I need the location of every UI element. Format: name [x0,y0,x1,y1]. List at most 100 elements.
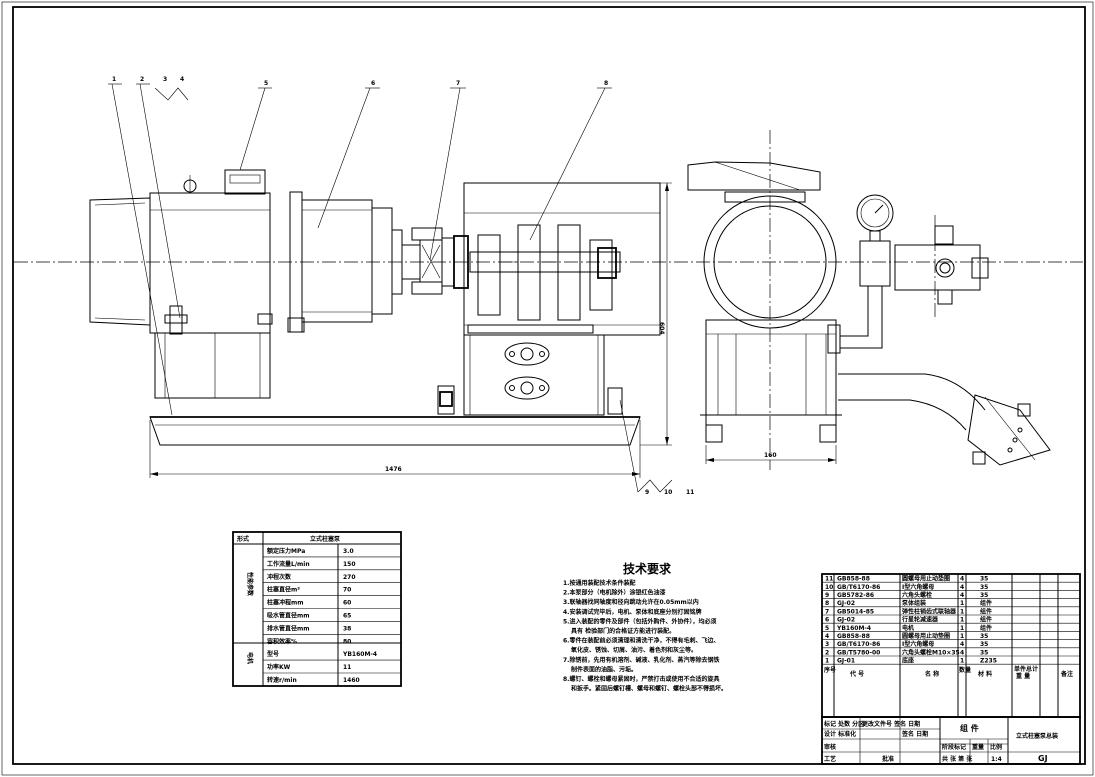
tech-req-line: 制件表面的油脂、污垢。 [571,665,637,673]
callout-9: 9 [645,489,649,496]
spec-header-left: 形式 [237,535,249,543]
bom-qty: 4 [960,592,964,599]
tech-req-line: 2.本泵部分（电机除外）涂银红色油漆 [563,589,665,597]
bom-header-mat: 材 料 [977,670,992,678]
spec-label: 型号 [267,650,279,658]
bom-name: I型六角螺母 [902,640,934,648]
bom-name: 泵体组装 [902,599,926,607]
bom-code: GJ-01 [837,658,855,665]
bom-no: 4 [825,633,829,640]
bom-code: GB5014-85 [837,608,874,615]
spec-value: 80 [343,638,351,645]
spec-label: 转速r/min [267,676,297,684]
spec-value: 70 [343,587,351,594]
bom-no: 9 [825,592,829,599]
tb-scale: 1:4 [991,756,1002,763]
tech-req-title: 技术要求 [623,561,672,576]
tech-req-line: 3.联轴器找同轴度和径向跳动允许在0.05mm以内 [563,598,699,606]
bom-name: 行星轮减速器 [901,616,939,624]
tech-req-line: 7.除锈前，先用有机溶剂、碱液、乳化剂、蒸汽等除去钢铁 [563,656,719,664]
tb-row2: 设计 标准化 [824,730,856,738]
motor [89,169,273,399]
spec-label: 功率KW [267,663,291,671]
spec-label: 吸水管直径mm [267,612,310,620]
spec-value: 3.0 [343,548,354,555]
bom-name: I型六角螺母 [902,583,934,591]
spec-label: 额定压力MPa [267,547,305,555]
spec-label: 排水管直径mm [267,624,310,632]
spec-header-right: 立式柱塞泵 [310,535,341,543]
title-block [821,716,1081,765]
callout-11: 11 [686,489,694,496]
bom-name: 电机 [902,624,914,632]
bom-no: 1 [825,658,829,665]
bom-no: 10 [825,584,833,591]
bom-code: GB/T5780-00 [837,649,880,656]
bom-name: 弹性柱销齿式联轴器 [902,607,957,615]
bom-header-name: 名 称 [925,670,939,678]
bom-code: YB160M-4 [836,625,871,632]
bom-no: 5 [825,625,829,632]
spec-value: 38 [343,625,351,632]
bom-qty: 1 [960,625,964,632]
tb-row2b: 签名 日期 [901,730,928,738]
tech-req-line: 和扳手。紧固后螺钉槽、螺母和螺钉、螺栓头部不得损坏。 [570,685,727,693]
callout-1: 1 [112,76,116,83]
bom-qty: 4 [960,641,964,648]
bom-name: 圆螺母用止动垫圈 [902,575,950,583]
bom-name: 圆螺母用止动垫圈 [902,632,950,640]
base-frame [149,416,641,446]
spec-value: 150 [343,561,356,568]
side-view [687,161,1051,466]
dim-length: 1476 [385,466,402,473]
bom-mat: 组件 [980,599,992,607]
bom-code: GB/T6170-86 [837,584,880,591]
bom-header-qty: 数量 [959,666,971,674]
spec-label: 工作流量L/min [267,560,310,568]
spec-label: 柱塞冲程mm [267,599,304,607]
spec-value: 60 [343,600,351,607]
bom-mat: Z235 [980,658,997,665]
bom-code: GB858-88 [837,576,870,583]
callout-numbers: 1 2 3 4 5 6 7 8 9 10 11 [112,76,694,496]
spec-group-motor: 电机 [246,652,254,664]
tech-req-line: 1.按通用装配技术条件装配 [563,579,635,587]
callout-7: 7 [456,80,460,87]
bom-no: 7 [825,608,829,615]
tb-weight: 重量 [972,743,984,751]
spec-value: 1460 [343,677,360,684]
bom-header-weight: 单件总计 [1014,665,1038,673]
callout-3: 3 [163,76,167,83]
bom-mat: 组件 [980,616,992,624]
bom-qty: 1 [960,617,964,624]
bom-qty: 1 [960,608,964,615]
spec-value: YB160M-4 [342,651,377,658]
tb-stage: 阶段标记 [942,743,966,751]
callout-10: 10 [664,489,672,496]
pump-body [437,182,661,416]
spec-table [232,531,402,687]
tech-req-line: 4.安装调试完毕后，电机、泵体和底座分别打固铭牌 [563,608,701,616]
bom-code: GB858-88 [837,633,870,640]
callout-5: 5 [264,80,268,87]
bom-code: GJ-02 [837,600,855,607]
bom-mat: 35 [980,576,988,583]
bom-no: 6 [825,617,829,624]
bom-qty: 4 [960,576,964,583]
tb-approve: 批准 [882,755,894,763]
callout-2: 2 [140,76,144,83]
bom-name: 底座 [902,657,914,665]
callout-6: 6 [371,80,375,87]
bom-mat: 35 [980,584,988,591]
tb-drawing-name: 立式柱塞泵总装 [1016,732,1058,740]
bom-name: 六角头螺栓 [902,591,932,599]
spec-label: 柱塞直径m³ [267,586,300,594]
spec-label: 容积效率% [266,637,297,645]
bom-mat: 35 [980,633,988,640]
bom-code: GB/T6170-86 [837,641,880,648]
bom-mat: 35 [980,592,988,599]
bom-qty: 1 [960,600,964,607]
